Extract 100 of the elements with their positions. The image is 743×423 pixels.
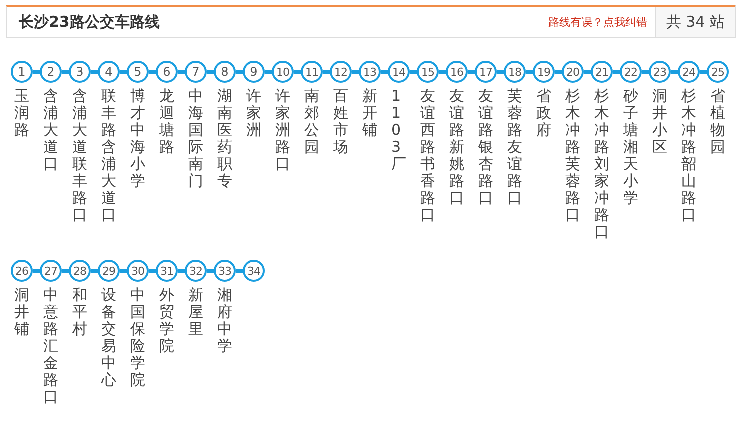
stop-name: 中意路汇金路口 bbox=[44, 287, 58, 406]
stop-name: 省植物园 bbox=[710, 88, 726, 156]
stop-name: 湖南医药职专 bbox=[218, 88, 232, 190]
stop-circle: 17 bbox=[475, 61, 497, 83]
connector-line bbox=[352, 70, 359, 74]
stop-circle: 18 bbox=[504, 61, 526, 83]
stop-name: 中国保险学院 bbox=[130, 287, 146, 389]
stop-circle: 11 bbox=[301, 61, 323, 83]
stop-name: 设备交易中心 bbox=[102, 287, 116, 389]
stop-circle: 14 bbox=[388, 61, 410, 83]
stop-name: 友谊路银杏路口 bbox=[478, 88, 494, 207]
stop-circle: 19 bbox=[533, 61, 555, 83]
connector-line bbox=[613, 70, 620, 74]
stop-circle: 15 bbox=[417, 61, 439, 83]
stop-circle: 21 bbox=[591, 61, 613, 83]
stop-name: 1103厂 bbox=[392, 88, 406, 173]
stop-name: 南郊公园 bbox=[304, 88, 320, 156]
connector-line bbox=[178, 70, 185, 74]
connector-line bbox=[642, 70, 649, 74]
stop-name: 龙迴塘路 bbox=[160, 88, 174, 156]
stop-circle: 6 bbox=[156, 61, 178, 83]
stop-name: 含浦大道口 bbox=[44, 88, 58, 173]
stop-circle: 33 bbox=[214, 260, 236, 282]
stop-circle: 24 bbox=[678, 61, 700, 83]
stop-name: 百姓市场 bbox=[334, 88, 348, 156]
stop-circle: 30 bbox=[127, 260, 149, 282]
stop-circle: 16 bbox=[446, 61, 468, 83]
stop-circle: 32 bbox=[185, 260, 207, 282]
connector-line bbox=[323, 70, 330, 74]
route-title: 长沙23路公交车路线 bbox=[18, 12, 161, 32]
connector-line bbox=[671, 70, 678, 74]
connector-line bbox=[33, 70, 40, 74]
stop-circle: 13 bbox=[359, 61, 381, 83]
connector-line bbox=[700, 70, 707, 74]
stop-name: 洞井铺 bbox=[14, 287, 30, 338]
connector-line bbox=[91, 269, 98, 273]
stop-circle: 22 bbox=[620, 61, 642, 83]
stop-circle: 2 bbox=[40, 61, 62, 83]
connector-line bbox=[294, 70, 301, 74]
connector-line bbox=[178, 269, 185, 273]
stop-name: 洞井小区 bbox=[652, 88, 668, 156]
stop-name: 新屋里 bbox=[188, 287, 204, 338]
stop-name: 和平村 bbox=[72, 287, 88, 338]
stop-circle: 23 bbox=[649, 61, 671, 83]
connector-line bbox=[584, 70, 591, 74]
connector-line bbox=[236, 70, 243, 74]
stop-name: 杉木冲路韶山路口 bbox=[682, 88, 696, 224]
connector-line bbox=[149, 70, 156, 74]
connector-line bbox=[207, 269, 214, 273]
stop-name: 省政府 bbox=[536, 88, 552, 139]
stop-circle: 5 bbox=[127, 61, 149, 83]
stop-circle: 10 bbox=[272, 61, 294, 83]
stop-circle: 28 bbox=[69, 260, 91, 282]
stop-name: 中海国际南门 bbox=[188, 88, 204, 190]
connector-line bbox=[265, 70, 272, 74]
stop-name: 芙蓉路友谊路口 bbox=[508, 88, 522, 207]
stop-circle: 34 bbox=[243, 260, 265, 282]
stop-name: 许家洲 bbox=[246, 88, 262, 139]
stop-circle: 9 bbox=[243, 61, 265, 83]
stop-name: 外贸学院 bbox=[160, 287, 174, 355]
stop-circle: 26 bbox=[11, 260, 33, 282]
stop-name: 博才中海小学 bbox=[130, 88, 146, 190]
connector-line bbox=[149, 269, 156, 273]
stop-name: 玉润路 bbox=[14, 88, 30, 139]
stop-name: 砂子塘湘天小学 bbox=[624, 88, 638, 207]
connector-line bbox=[497, 70, 504, 74]
connector-line bbox=[555, 70, 562, 74]
stop-circle: 1 bbox=[11, 61, 33, 83]
stop-name: 含浦大道联丰路口 bbox=[72, 88, 88, 224]
stop-circle: 20 bbox=[562, 61, 584, 83]
connector-line bbox=[381, 70, 388, 74]
stop-circle: 29 bbox=[98, 260, 120, 282]
connector-line bbox=[468, 70, 475, 74]
connector-line bbox=[410, 70, 417, 74]
stop-circle: 12 bbox=[330, 61, 352, 83]
stop-name: 杉木冲路芙蓉路口 bbox=[566, 88, 580, 224]
stop-circle: 31 bbox=[156, 260, 178, 282]
connector-line bbox=[207, 70, 214, 74]
connector-line bbox=[62, 70, 69, 74]
stop-circle: 27 bbox=[40, 260, 62, 282]
stop-name: 友谊西路书香路口 bbox=[420, 88, 436, 224]
report-error-link: 路线有误？点我纠错 bbox=[548, 14, 648, 30]
stop-name: 湘府中学 bbox=[218, 287, 232, 355]
connector-line bbox=[120, 269, 127, 273]
stop-name: 许家洲路口 bbox=[276, 88, 290, 173]
stop-name: 新开铺 bbox=[362, 88, 378, 139]
connector-line bbox=[91, 70, 98, 74]
connector-line bbox=[120, 70, 127, 74]
stop-name: 联丰路含浦大道口 bbox=[102, 88, 116, 224]
stop-circle: 7 bbox=[185, 61, 207, 83]
stop-name: 友谊路新姚路口 bbox=[450, 88, 464, 207]
connector-line bbox=[33, 269, 40, 273]
connector-line bbox=[526, 70, 533, 74]
stop-circle: 25 bbox=[707, 61, 729, 83]
stop-count: 共 34 站 bbox=[655, 7, 735, 37]
connector-line bbox=[62, 269, 69, 273]
connector-line bbox=[439, 70, 446, 74]
stop-circle: 8 bbox=[214, 61, 236, 83]
stop-circle: 3 bbox=[69, 61, 91, 83]
stop-circle: 4 bbox=[98, 61, 120, 83]
